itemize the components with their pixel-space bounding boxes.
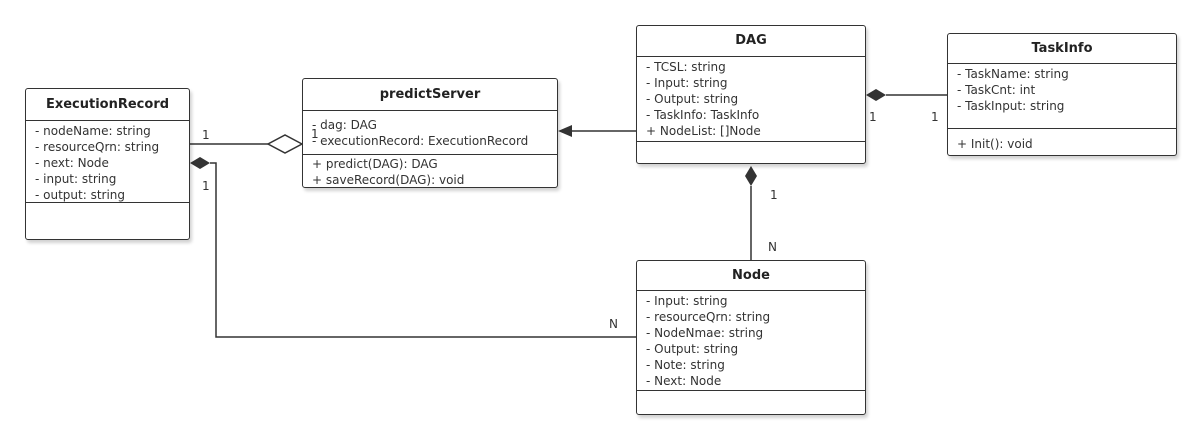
attribute: + NodeList: []Node bbox=[646, 124, 761, 138]
multiplicity-label: 1 bbox=[869, 110, 877, 124]
composition-dag-taskinfo bbox=[866, 89, 947, 101]
attribute: - Output: string bbox=[646, 342, 739, 356]
method-list: + Init(): void bbox=[948, 129, 1176, 152]
multiplicity-label: N bbox=[609, 317, 618, 331]
attribute: - Input: string bbox=[646, 294, 728, 308]
attribute: - input: string bbox=[35, 172, 117, 186]
attribute: - next: Node bbox=[35, 156, 109, 170]
attribute: - TaskInfo: TaskInfo bbox=[646, 108, 760, 122]
multiplicity-label: 1 bbox=[202, 179, 210, 193]
attribute-list: - dag: DAG - executionRecord: ExecutionRe… bbox=[303, 111, 557, 155]
multiplicity-label: N bbox=[768, 240, 777, 254]
attribute: - executionRecord: ExecutionRecord bbox=[312, 134, 529, 148]
method: + predict(DAG): DAG bbox=[312, 157, 438, 171]
class-executionrecord[interactable]: ExecutionRecord - nodeName: string - reso… bbox=[25, 88, 190, 240]
multiplicity-label: 1 bbox=[931, 110, 939, 124]
composition-executionrecord-node bbox=[190, 157, 636, 338]
hollow-diamond-icon bbox=[266, 134, 304, 154]
attribute-list: - Input: string - resourceQrn: string - No… bbox=[637, 291, 865, 391]
attribute: - Next: Node bbox=[646, 374, 722, 388]
class-predictserver[interactable]: predictServer - dag: DAG - executionRecor… bbox=[302, 78, 558, 188]
attribute: - resourceQrn: string bbox=[35, 140, 160, 154]
attribute: - nodeName: string bbox=[35, 124, 151, 138]
aggregation-executionrecord-predictserver bbox=[190, 134, 304, 154]
attribute: - dag: DAG bbox=[312, 118, 377, 132]
method-list bbox=[637, 391, 865, 393]
class-name: Node bbox=[637, 261, 865, 291]
method: + saveRecord(DAG): void bbox=[312, 173, 465, 187]
attribute-list: - nodeName: string - resourceQrn: string -… bbox=[26, 121, 189, 203]
arrowhead-icon bbox=[558, 125, 572, 137]
attribute-list: - TaskName: string - TaskCnt: int - TaskIn… bbox=[948, 64, 1176, 129]
class-taskinfo[interactable]: TaskInfo - TaskName: string - TaskCnt: in… bbox=[947, 33, 1177, 156]
class-name: DAG bbox=[637, 26, 865, 57]
attribute: - Output: string bbox=[646, 92, 739, 106]
method-list bbox=[26, 203, 189, 205]
method: + Init(): void bbox=[957, 137, 1033, 151]
attribute: - TaskCnt: int bbox=[957, 83, 1036, 97]
multiplicity-label: 1 bbox=[311, 127, 319, 141]
filled-diamond-icon bbox=[190, 157, 210, 169]
attribute-list: - TCSL: string - Input: string - Output: s… bbox=[637, 57, 865, 142]
filled-diamond-icon bbox=[866, 89, 886, 101]
class-name: ExecutionRecord bbox=[26, 89, 189, 121]
method-list: + predict(DAG): DAG + saveRecord(DAG): vo… bbox=[303, 155, 557, 188]
attribute: - TCSL: string bbox=[646, 60, 726, 74]
multiplicity-label: 1 bbox=[202, 128, 210, 142]
attribute: - Note: string bbox=[646, 358, 725, 372]
filled-diamond-icon bbox=[745, 166, 757, 186]
method-list bbox=[637, 142, 865, 144]
association-dag-predictserver bbox=[558, 125, 636, 137]
attribute: - Input: string bbox=[646, 76, 728, 90]
composition-dag-node bbox=[745, 166, 757, 260]
class-name: TaskInfo bbox=[948, 34, 1176, 64]
attribute: - resourceQrn: string bbox=[646, 310, 771, 324]
attribute: - NodeNmae: string bbox=[646, 326, 764, 340]
class-node[interactable]: Node - Input: string - resourceQrn: strin… bbox=[636, 260, 866, 415]
multiplicity-label: 1 bbox=[770, 188, 778, 202]
class-name: predictServer bbox=[303, 79, 557, 111]
attribute: - TaskInput: string bbox=[957, 99, 1065, 113]
attribute: - output: string bbox=[35, 188, 126, 202]
attribute: - TaskName: string bbox=[957, 67, 1069, 81]
class-dag[interactable]: DAG - TCSL: string - Input: string - Outpu… bbox=[636, 25, 866, 164]
